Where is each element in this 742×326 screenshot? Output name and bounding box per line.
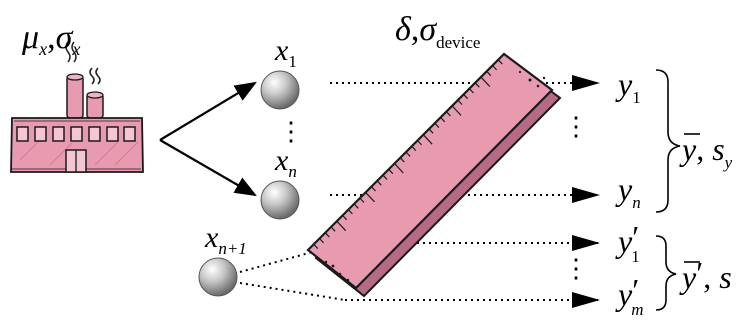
arrow-to-x1	[159, 81, 257, 141]
sample-xn1-sphere	[198, 257, 238, 297]
output-y1-label: y1	[615, 66, 641, 107]
ruler-tick	[440, 116, 446, 123]
ruler-tick	[463, 93, 469, 100]
ruler-tick	[399, 157, 405, 163]
output-vdots-lower: ⋮	[563, 254, 589, 283]
ruler-tick	[359, 197, 365, 203]
ruler-tick	[313, 243, 319, 250]
output-ymp-label: y′m	[615, 272, 643, 319]
ruler-tick	[492, 65, 498, 71]
ruler-icon	[306, 52, 562, 298]
ruler-tick	[434, 122, 440, 129]
sample-x1-label: x1	[274, 34, 297, 71]
ruler-tick	[336, 220, 347, 232]
ruler-tick	[468, 88, 474, 94]
ruler-label: δ,σdevice	[395, 11, 480, 52]
output-vdots-upper: ⋮	[563, 112, 589, 141]
factory-label: μx,σx	[21, 19, 80, 59]
ruler-tick	[370, 186, 376, 192]
ruler-tick	[405, 151, 411, 157]
measure-line-lower	[239, 282, 346, 301]
ruler-tick	[486, 70, 492, 77]
upper-brace	[655, 69, 681, 213]
ruler-tick	[330, 226, 336, 232]
ruler-tick	[417, 140, 423, 146]
ruler-tick	[347, 209, 353, 215]
ruler-tick	[474, 82, 480, 88]
ruler-tick	[445, 111, 451, 117]
sample-xn-sphere	[260, 180, 300, 220]
lower-brace	[655, 235, 677, 311]
ruler-tick	[451, 105, 462, 116]
output-yn-label: yn	[615, 171, 641, 212]
ruler-tick	[376, 180, 382, 186]
sample-vdots: ⋮	[278, 117, 304, 146]
ruler-tick	[411, 145, 417, 152]
ruler-tick	[422, 134, 433, 145]
ruler-tick	[394, 163, 404, 174]
ruler-tick	[480, 76, 491, 87]
ruler-tick	[365, 191, 375, 203]
factory-icon	[10, 41, 144, 173]
sample-x1-sphere	[260, 70, 300, 110]
ruler-tick	[457, 99, 463, 105]
sample-xn-label: xn	[274, 144, 297, 181]
arrow-to-xn	[159, 139, 257, 197]
output-y1p-label: y′1	[615, 219, 640, 266]
upper-stats-label: y, sy	[679, 131, 733, 172]
ruler-tick	[497, 59, 503, 65]
ruler-tick	[342, 214, 348, 221]
ruler-tick	[319, 238, 325, 244]
ruler-tick	[388, 168, 394, 175]
sample-xn1-label: xn+1	[204, 221, 247, 258]
ruler-tick	[382, 174, 388, 180]
ruler-tick	[428, 128, 434, 134]
ruler-tick	[324, 232, 330, 238]
lower-stats-label: y′, s	[679, 255, 732, 295]
ruler-tick	[353, 203, 359, 209]
